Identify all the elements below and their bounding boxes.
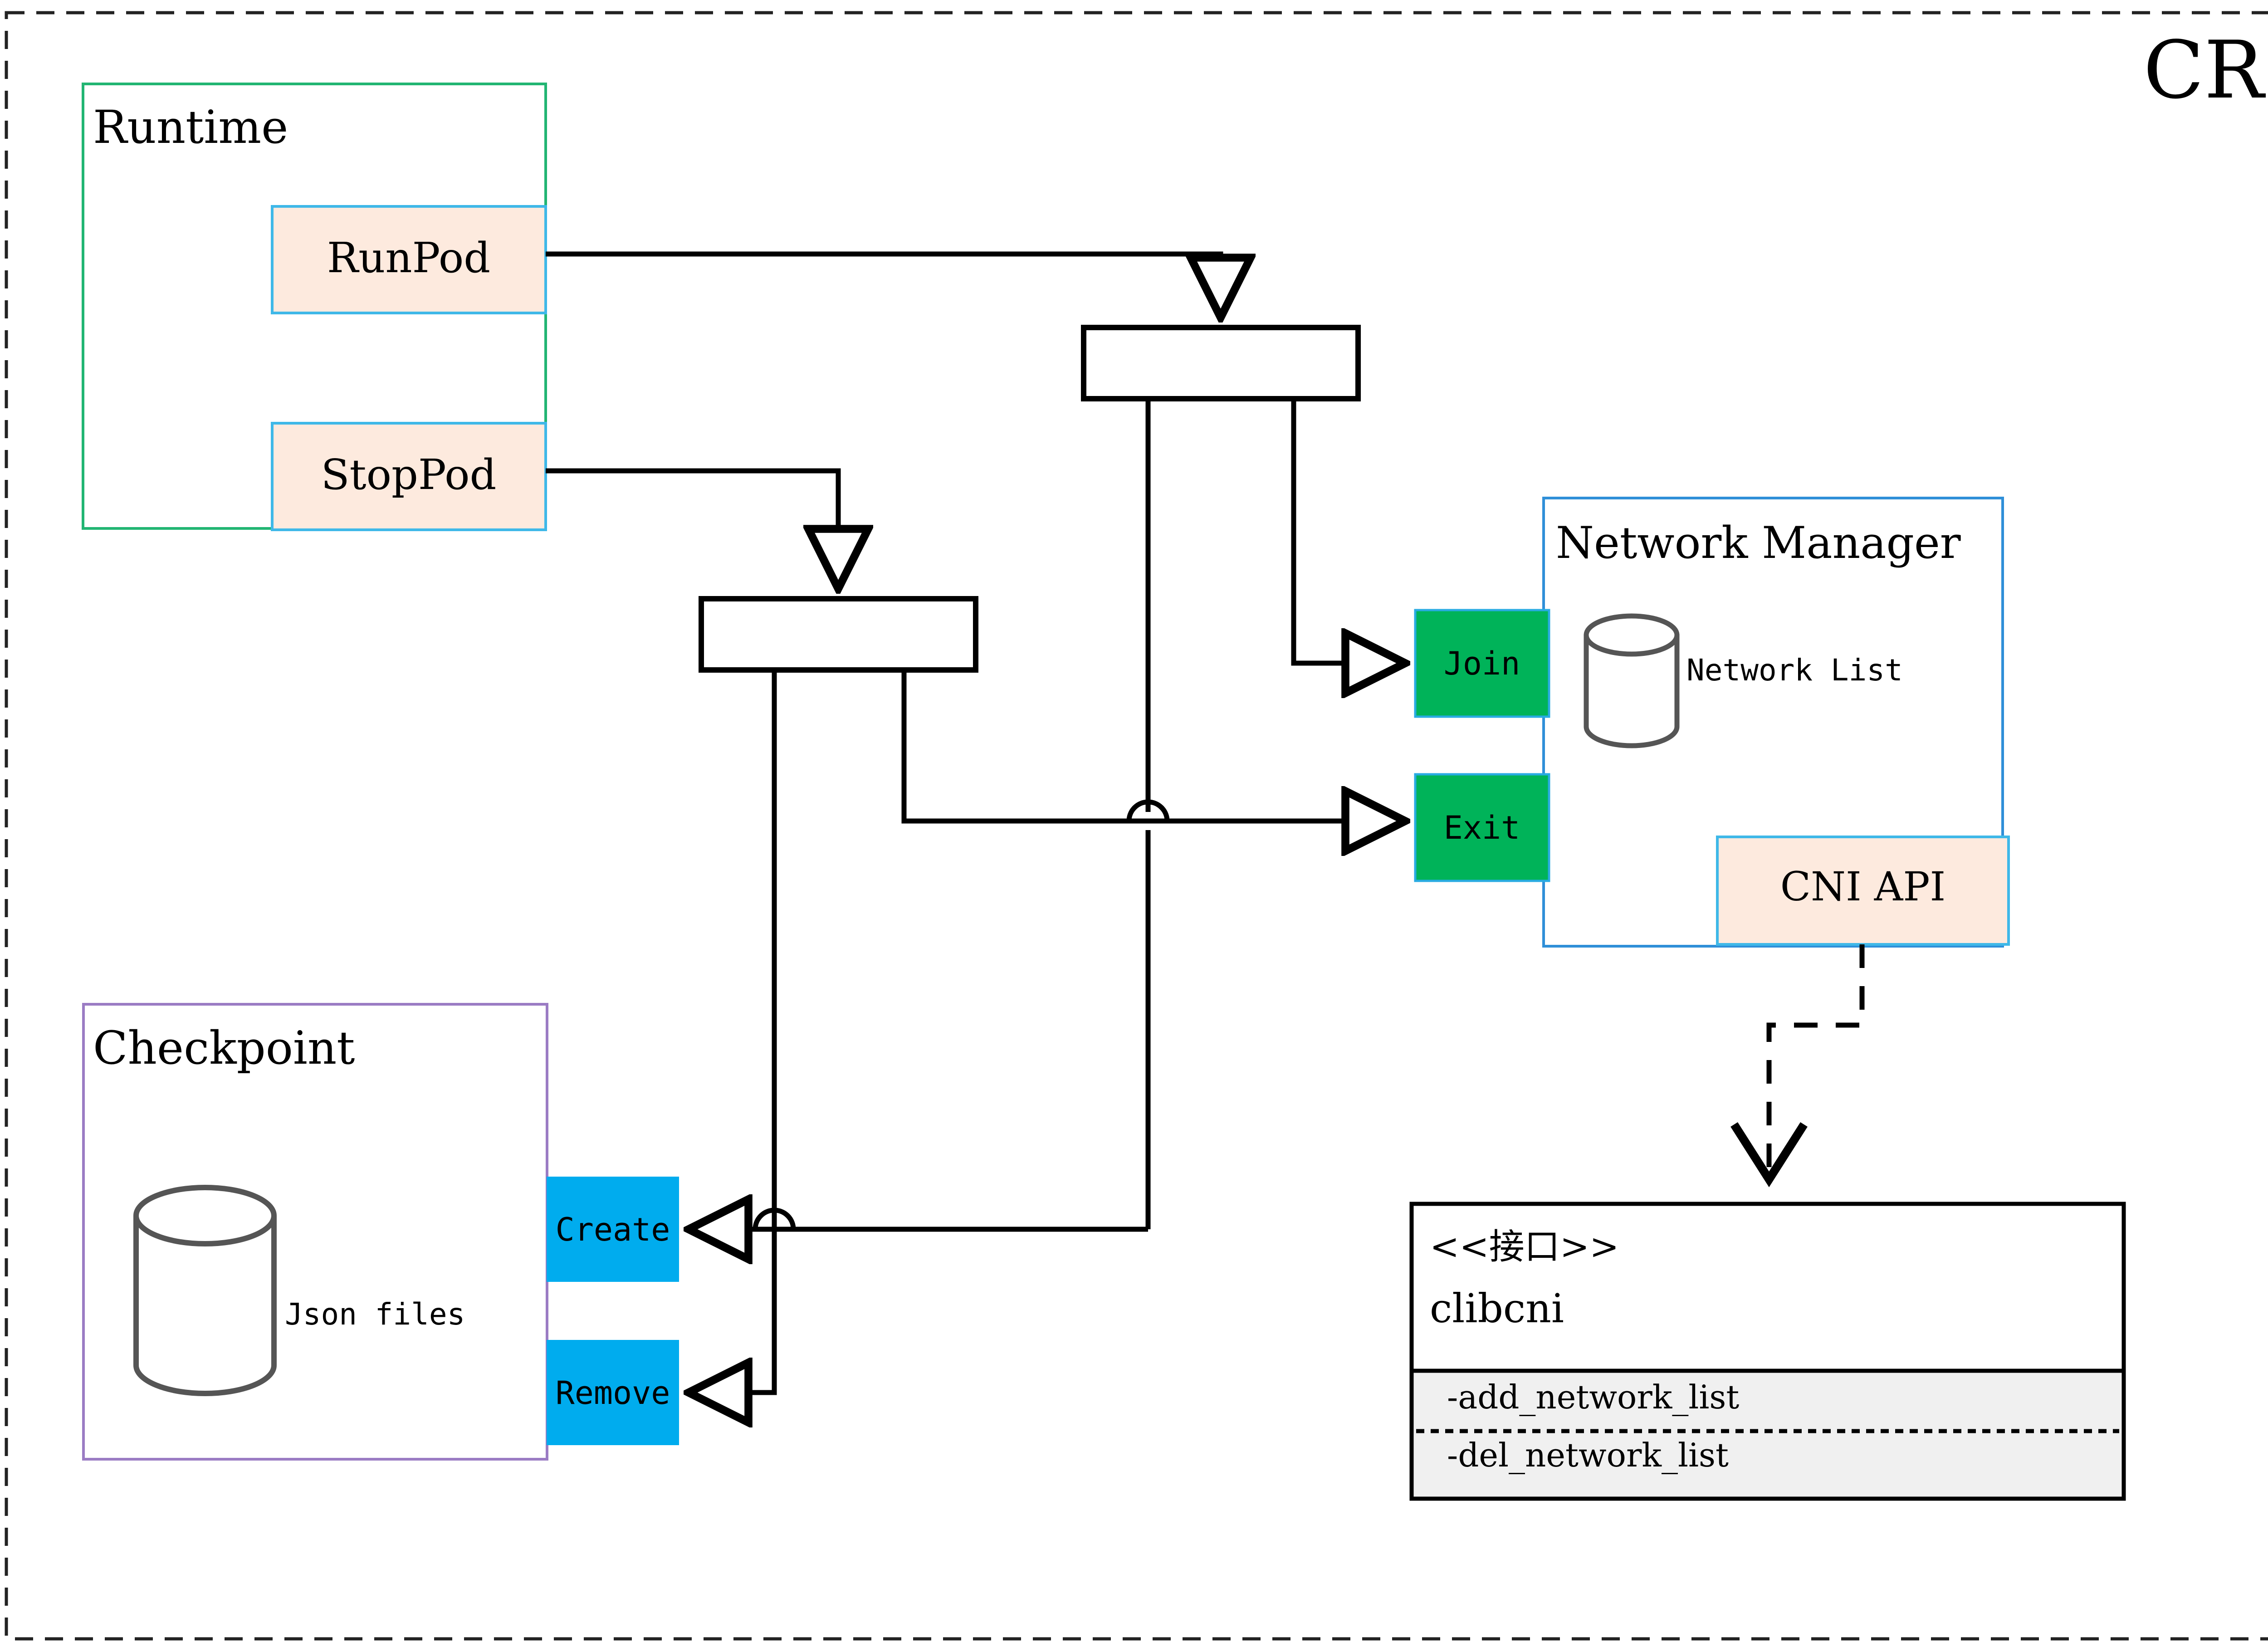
cni-api-label: CNI API [1780, 863, 1946, 910]
remove-box[interactable] [547, 1340, 679, 1445]
network-manager-package-label: Network Manager [1556, 518, 1961, 568]
json-files-label: Json files [285, 1297, 465, 1332]
outer-frame [5, 11, 2268, 1641]
exit-label: Exit [1444, 809, 1520, 846]
clibcni-method-1: -del_network_list [1447, 1436, 1729, 1474]
page-title: CRI [2143, 24, 2268, 117]
clibcni-stereotype: <<接口>> [1430, 1227, 1619, 1267]
remove-label: Remove [556, 1374, 670, 1412]
clibcni-methods-compartment [1409, 1368, 2126, 1501]
runpod-box[interactable] [271, 205, 547, 314]
join-label: Join [1444, 645, 1520, 682]
join-box[interactable] [1414, 609, 1550, 718]
runpod-label: RunPod [327, 234, 490, 282]
stoppod-box[interactable] [271, 422, 547, 531]
create-box[interactable] [547, 1177, 679, 1282]
cni-api-box[interactable] [1716, 836, 2010, 946]
clibcni-name: clibcni [1430, 1285, 1564, 1332]
edge-cni-api-to-clibcni [1730, 944, 1865, 1188]
runtime-package-label: Runtime [93, 101, 288, 154]
stoppod-label: StopPod [321, 450, 497, 499]
fork-bar-top [1081, 325, 1361, 401]
clibcni-method-0: -add_network_list [1447, 1378, 1739, 1416]
edge-fork-top-to-join [1291, 399, 1405, 663]
network-manager-package [1542, 497, 2004, 948]
json-files-store-icon [133, 1185, 277, 1396]
edge-runpod-to-fork-top [546, 251, 1221, 318]
edge-stoppod-to-fork-bottom [546, 468, 838, 589]
network-list-label: Network List [1686, 653, 1903, 688]
network-list-store-icon [1584, 613, 1680, 748]
fork-bar-bottom [699, 596, 978, 673]
connectors [546, 251, 1865, 1393]
line-hop-exit [1126, 799, 1170, 821]
exit-box[interactable] [1414, 773, 1550, 882]
checkpoint-package-label: Checkpoint [93, 1021, 355, 1075]
edge-fork-bottom-to-exit [901, 670, 1405, 821]
edge-fork-bottom-to-remove [689, 670, 777, 1393]
create-label: Create [556, 1211, 670, 1248]
